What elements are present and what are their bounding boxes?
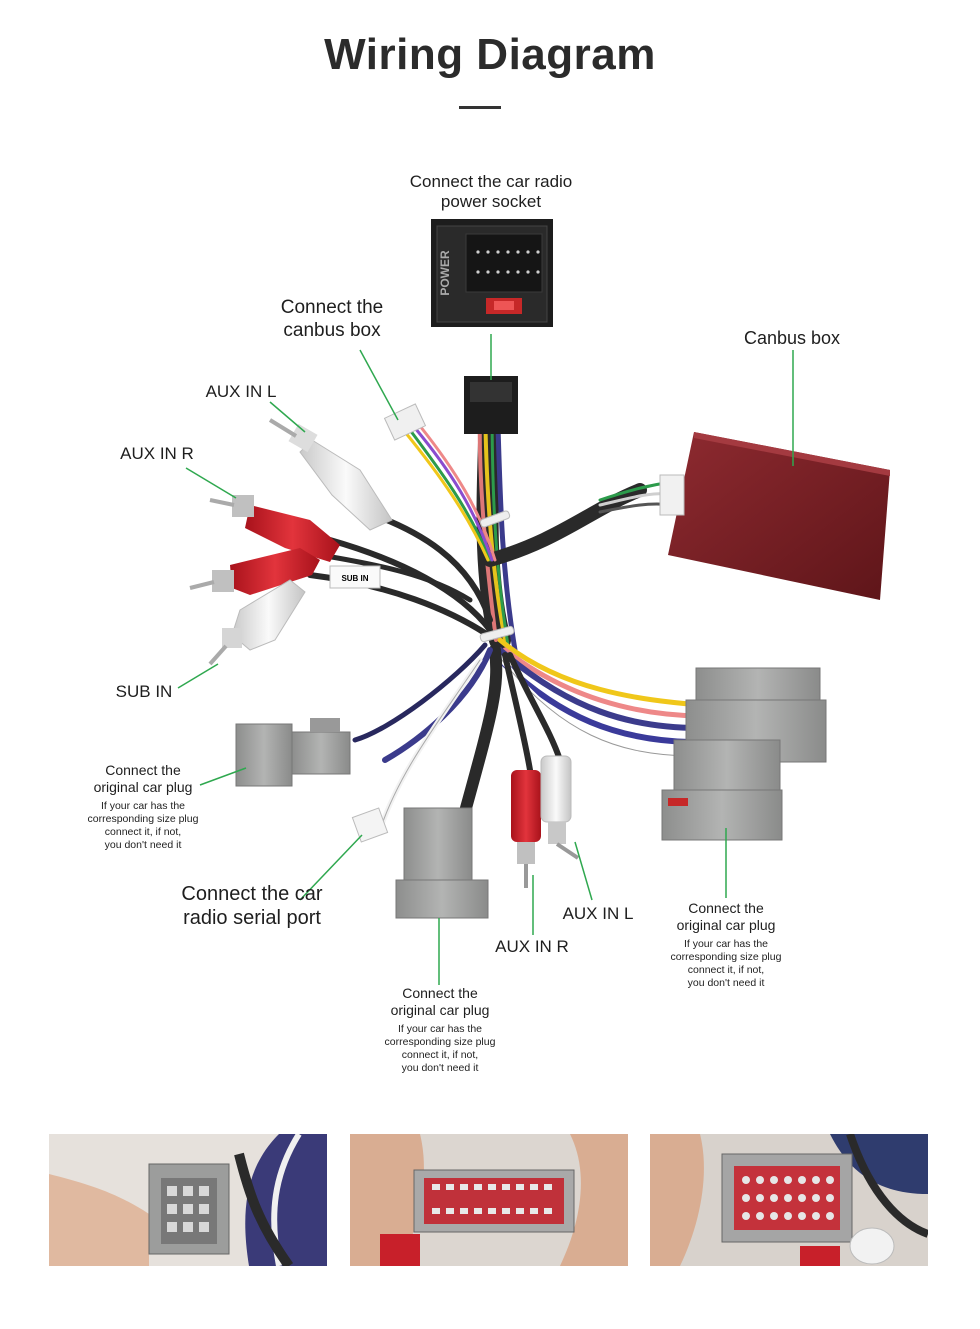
label-original-plug-bottom-note: If your car has the corresponding size p… — [384, 1022, 496, 1074]
serial-port-white-plug — [351, 807, 389, 843]
rca-aux-in-r-red-bottom — [511, 770, 541, 888]
power-plate-text: POWER — [438, 250, 452, 296]
rca-sub-in-red — [189, 548, 320, 595]
page-title: Wiring Diagram — [324, 30, 656, 79]
canbus-white-plug — [383, 403, 427, 441]
label-canbus-connect: Connect the canbus box — [280, 297, 384, 341]
label-power-socket: Connect the car radio power socket — [409, 172, 573, 212]
sub-in-tag-text: SUB IN — [341, 574, 368, 583]
power-socket-photo: POWER — [431, 219, 553, 327]
photo-right-plug — [650, 1134, 928, 1266]
label-sub-in: SUB IN — [115, 682, 173, 701]
label-aux-in-l-top: AUX IN L — [205, 382, 277, 401]
label-original-plug-left-main: Connect the original car plug — [93, 762, 193, 795]
rca-aux-in-l-white-top — [268, 418, 393, 531]
label-original-plug-right: Connect the original car plug If your ca… — [648, 900, 804, 990]
label-serial-port: Connect the car radio serial port — [181, 883, 323, 929]
rca-sub-in-white — [208, 579, 306, 666]
label-original-plug-bottom-main: Connect the original car plug — [390, 985, 490, 1018]
grey-plug-right — [661, 667, 827, 841]
grey-plug-left — [235, 718, 351, 787]
photo-left-plug — [49, 1134, 327, 1266]
label-original-plug-right-main: Connect the original car plug — [676, 900, 776, 933]
photo-middle-plug — [350, 1134, 628, 1266]
wire-bundle — [307, 379, 703, 836]
leader-lines — [177, 334, 794, 985]
title-underline — [459, 106, 501, 109]
label-aux-in-r-top: AUX IN R — [120, 444, 194, 463]
canbus-box — [659, 432, 890, 600]
label-original-plug-left: Connect the original car plug If your ca… — [68, 762, 218, 852]
label-original-plug-bottom: Connect the original car plug If your ca… — [362, 985, 518, 1075]
label-original-plug-right-note: If your car has the corresponding size p… — [670, 937, 782, 989]
harness-top-connector — [464, 376, 518, 434]
label-aux-in-r-bottom: AUX IN R — [495, 937, 569, 956]
rca-aux-in-l-white-bottom — [540, 755, 580, 860]
label-original-plug-left-note: If your car has the corresponding size p… — [87, 799, 199, 851]
sub-in-tag: SUB IN — [329, 565, 381, 589]
label-canbus-box: Canbus box — [743, 328, 841, 348]
rca-aux-in-r-red-top — [209, 495, 340, 562]
grey-plug-bottom — [395, 807, 489, 919]
label-aux-in-l-bottom: AUX IN L — [562, 904, 634, 923]
